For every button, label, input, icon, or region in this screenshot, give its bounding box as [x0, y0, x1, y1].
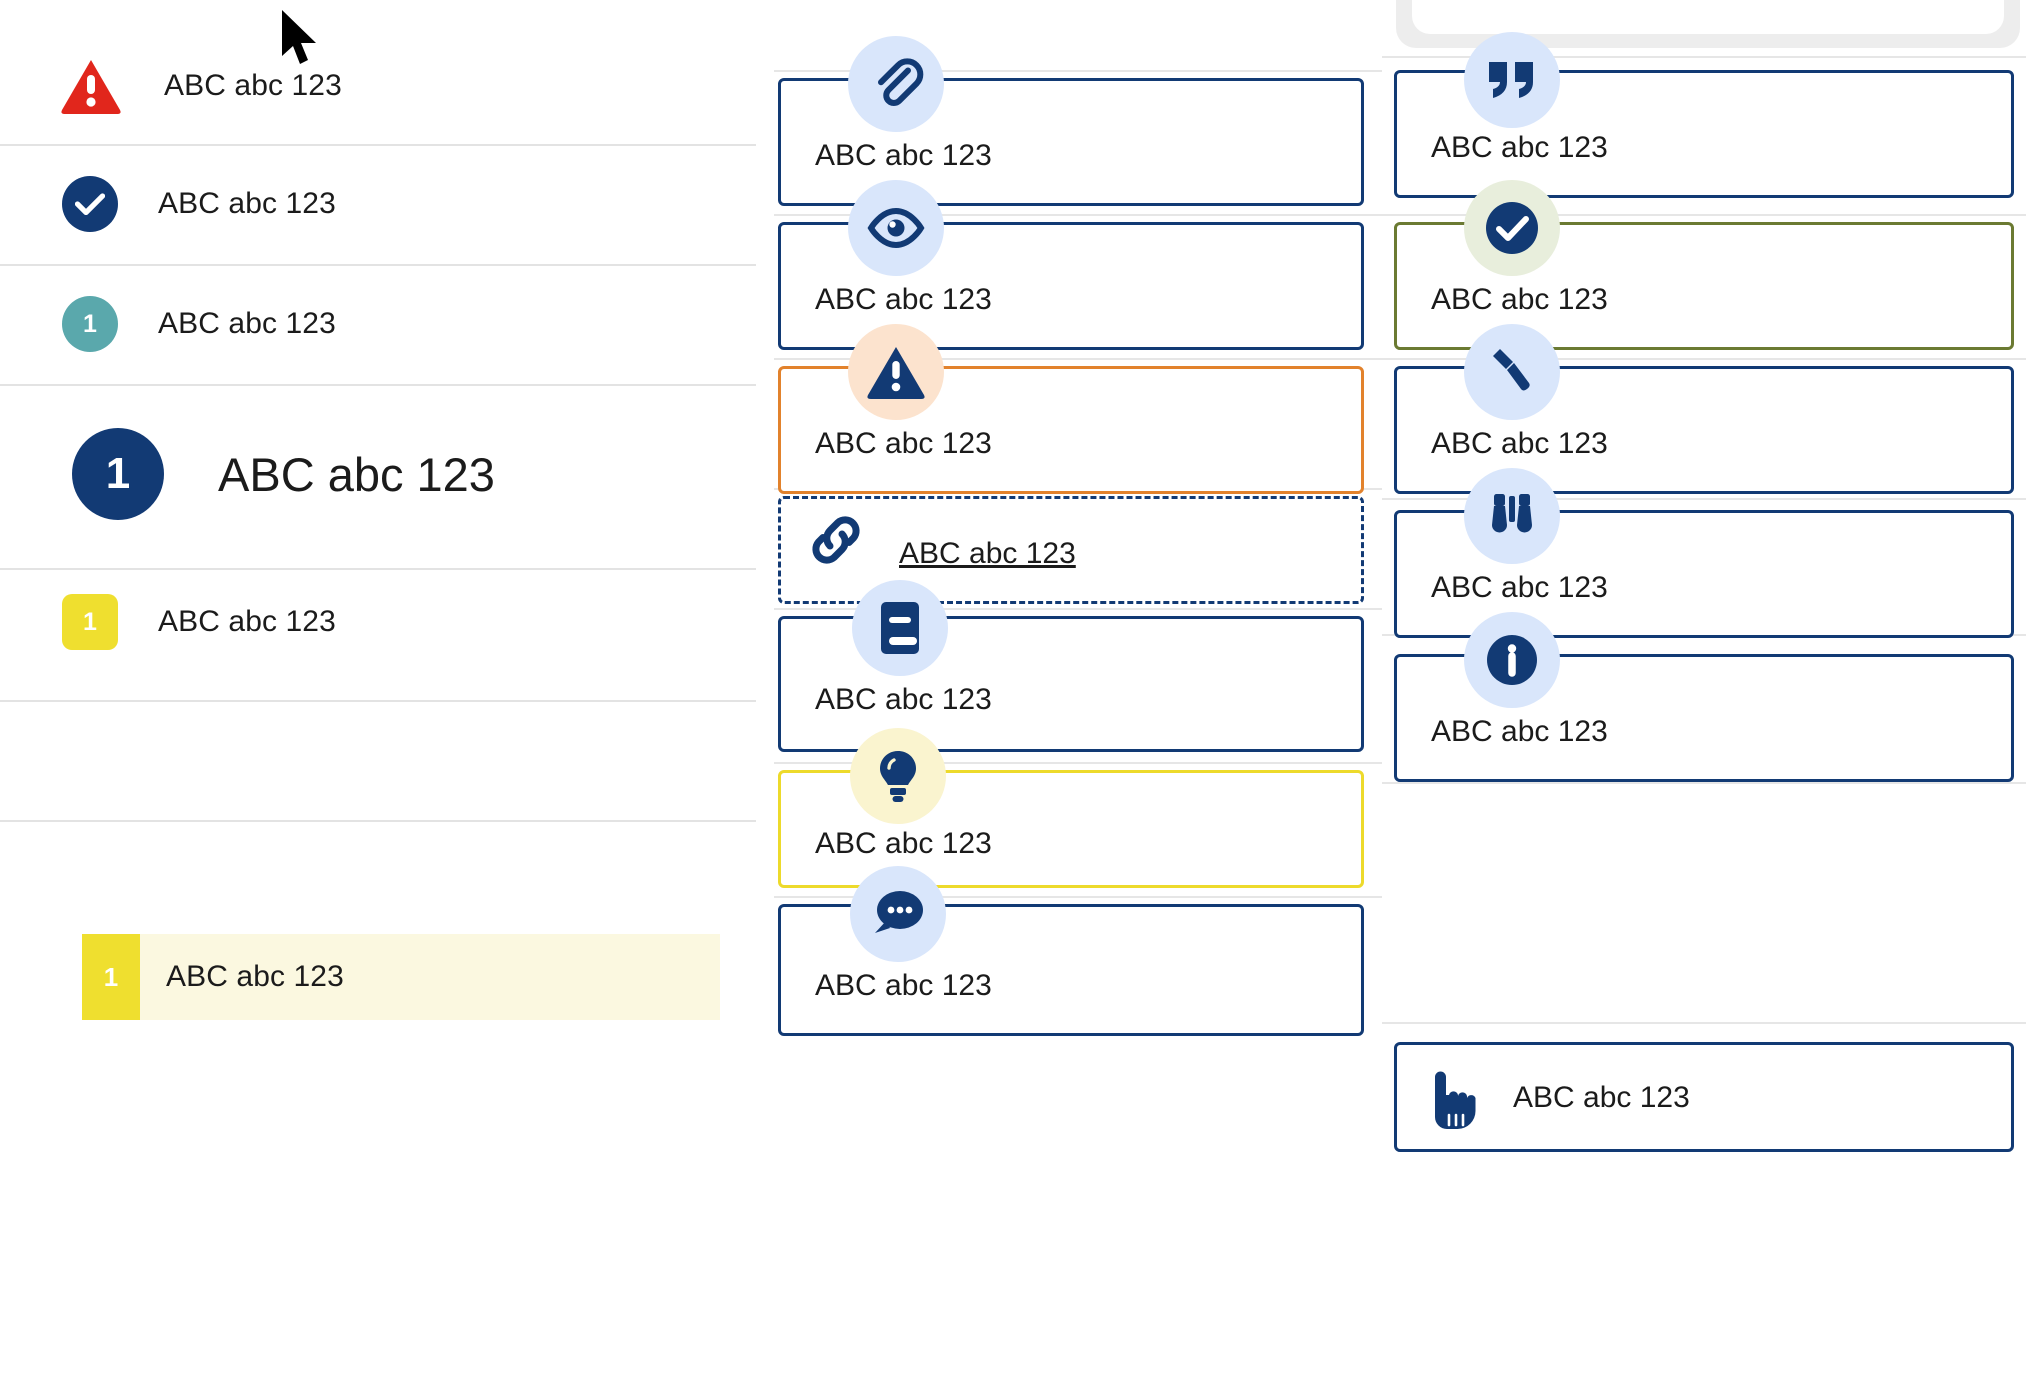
sidebar-item-label: ABC abc 123	[158, 605, 336, 638]
sidebar-item-yellow-number[interactable]: 1 ABC abc 123	[0, 592, 756, 652]
column-divider	[774, 214, 1382, 216]
mouse-pointer-icon	[278, 8, 324, 70]
card-label: ABC abc 123	[815, 827, 992, 860]
lightbulb-icon	[850, 728, 946, 824]
card-label: ABC abc 123	[1431, 715, 1608, 748]
card-label: ABC abc 123	[815, 283, 992, 316]
eye-icon	[848, 180, 944, 276]
column-divider	[1382, 1022, 2026, 1024]
card-tip[interactable]: ABC abc 123	[778, 770, 1364, 888]
pointing-hand-icon	[1423, 1067, 1477, 1138]
column-divider	[774, 358, 1382, 360]
card-label: ABC abc 123	[1513, 1081, 1690, 1114]
sidebar-divider	[0, 568, 756, 570]
card-label: ABC abc 123	[1431, 427, 1608, 460]
card-link-label[interactable]: ABC abc 123	[899, 537, 1076, 570]
column-divider	[1382, 358, 2026, 360]
number-badge-icon: 1	[72, 428, 164, 520]
sidebar-item-label: ABC abc 123	[158, 307, 336, 340]
card-label: ABC abc 123	[1431, 571, 1608, 604]
column-divider	[774, 762, 1382, 764]
sidebar-divider	[0, 264, 756, 266]
sidebar-item-highlighted[interactable]: 1 ABC abc 123	[82, 934, 720, 1020]
quote-marks-icon	[1464, 32, 1560, 128]
chat-bubble-icon	[850, 866, 946, 962]
sidebar-item-label: ABC abc 123	[158, 187, 336, 220]
card-label: ABC abc 123	[1431, 283, 1608, 316]
badge-number: 1	[83, 309, 97, 338]
warning-triangle-icon	[848, 324, 944, 420]
check-circle-icon	[62, 176, 118, 232]
card-label: ABC abc 123	[815, 427, 992, 460]
sidebar-divider	[0, 820, 756, 822]
sidebar-item-check[interactable]: ABC abc 123	[0, 174, 756, 234]
number-badge-icon: 1	[82, 934, 140, 1020]
book-icon	[852, 580, 948, 676]
sidebar-item-label: ABC abc 123	[218, 447, 495, 501]
sidebar-divider	[0, 384, 756, 386]
warning-triangle-icon	[60, 58, 122, 114]
sidebar-item-teal-number[interactable]: 1 ABC abc 123	[0, 294, 756, 354]
sidebar-item-warning[interactable]: ABC abc 123	[0, 56, 756, 116]
sidebar-item-featured[interactable]: 1 ABC abc 123	[0, 428, 756, 520]
badge-number: 1	[103, 961, 119, 992]
column-divider	[1382, 782, 2026, 784]
number-badge-icon: 1	[62, 594, 118, 650]
card-label: ABC abc 123	[815, 969, 992, 1002]
check-circle-icon	[1464, 180, 1560, 276]
column-divider	[774, 70, 1382, 72]
badge-number: 1	[105, 449, 131, 498]
background-panel-overlay	[1412, 0, 2004, 34]
sidebar-item-label: ABC abc 123	[164, 69, 342, 102]
binoculars-icon	[1464, 468, 1560, 564]
card-label: ABC abc 123	[815, 683, 992, 716]
column-divider	[774, 608, 1382, 610]
card-label: ABC abc 123	[815, 139, 992, 172]
link-chain-icon	[796, 500, 876, 580]
column-divider	[1382, 214, 2026, 216]
column-divider	[1382, 498, 2026, 500]
paperclip-icon	[848, 36, 944, 132]
card-action[interactable]: ABC abc 123	[1394, 1042, 2014, 1152]
number-badge-icon: 1	[62, 296, 118, 352]
column-divider	[774, 896, 1382, 898]
sidebar-item-label: ABC abc 123	[166, 960, 344, 993]
sidebar-divider	[0, 700, 756, 702]
sidebar: ABC abc 123 ABC abc 123 1 ABC abc 123 1 …	[0, 0, 756, 1392]
info-circle-icon	[1464, 612, 1560, 708]
badge-number: 1	[83, 607, 97, 636]
pencil-icon	[1464, 324, 1560, 420]
column-divider	[1382, 56, 2026, 58]
card-label: ABC abc 123	[1431, 131, 1608, 164]
sidebar-divider	[0, 144, 756, 146]
